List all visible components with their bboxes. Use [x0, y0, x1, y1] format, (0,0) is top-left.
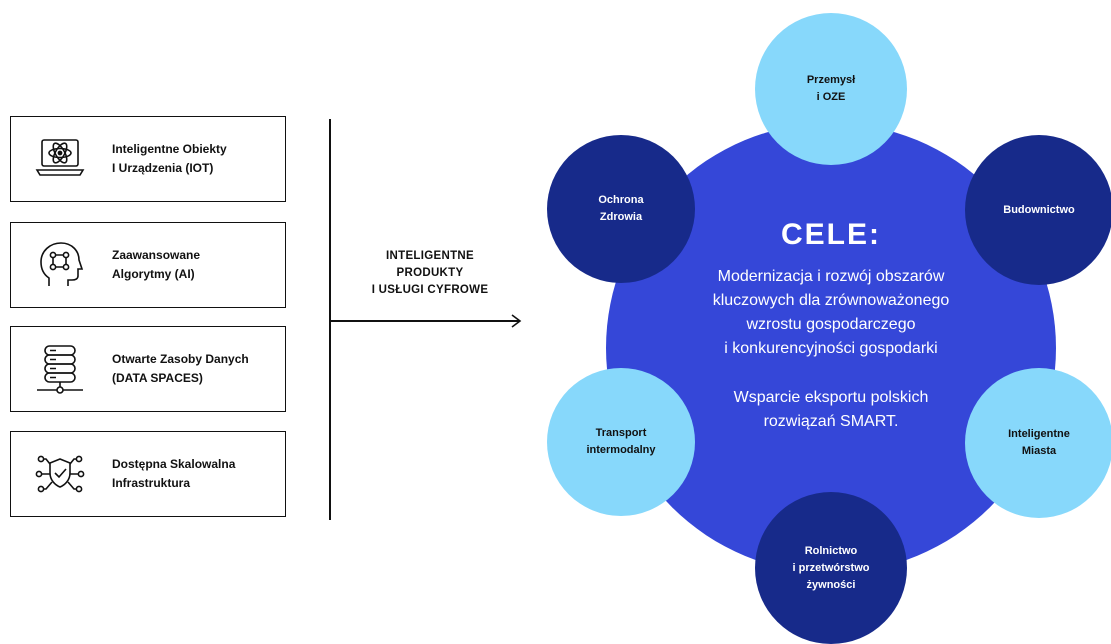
arrow-right-icon [511, 314, 522, 328]
node-construction: Budownictwo [965, 135, 1111, 285]
box-label: Otwarte Zasoby Danych (DATA SPACES) [112, 352, 249, 385]
ai-box: Zaawansowane Algorytmy (AI) [10, 222, 286, 308]
flow-label: INTELIGENTNE PRODUKTY I USŁUGI CYFROWE [371, 250, 489, 296]
node-health: Ochrona Zdrowia [547, 135, 695, 283]
shield-network-icon [33, 447, 87, 501]
box-label: Zaawansowane Algorytmy (AI) [112, 248, 201, 281]
box-label: Dostępna Skalowalna Infrastruktura [112, 457, 236, 490]
head-circuit-icon [33, 238, 87, 292]
node-transport: Transport intermodalny [547, 368, 695, 516]
horizontal-connector [330, 320, 520, 322]
data-spaces-box: Otwarte Zasoby Danych (DATA SPACES) [10, 326, 286, 412]
node-smart-cities: Inteligentne Miasta [965, 368, 1111, 518]
goals-text: Modernizacja i rozwój obszarów kluczowyc… [712, 268, 950, 357]
goals-text-export: Wsparcie eksportu polskich rozwiązań SMA… [733, 389, 929, 430]
goals-title: CELE: [781, 218, 881, 251]
database-server-icon [33, 342, 87, 396]
iot-box: Inteligentne Obiekty I Urządzenia (IOT) [10, 116, 286, 202]
box-label: Inteligentne Obiekty I Urządzenia (IOT) [112, 142, 227, 175]
node-agriculture: Rolnictwo i przetwórstwo żywności [755, 492, 907, 644]
infrastructure-box: Dostępna Skalowalna Infrastruktura [10, 431, 286, 517]
node-industry: Przemysł i OZE [755, 13, 907, 165]
vertical-connector [329, 119, 331, 520]
laptop-atom-icon [33, 132, 87, 186]
